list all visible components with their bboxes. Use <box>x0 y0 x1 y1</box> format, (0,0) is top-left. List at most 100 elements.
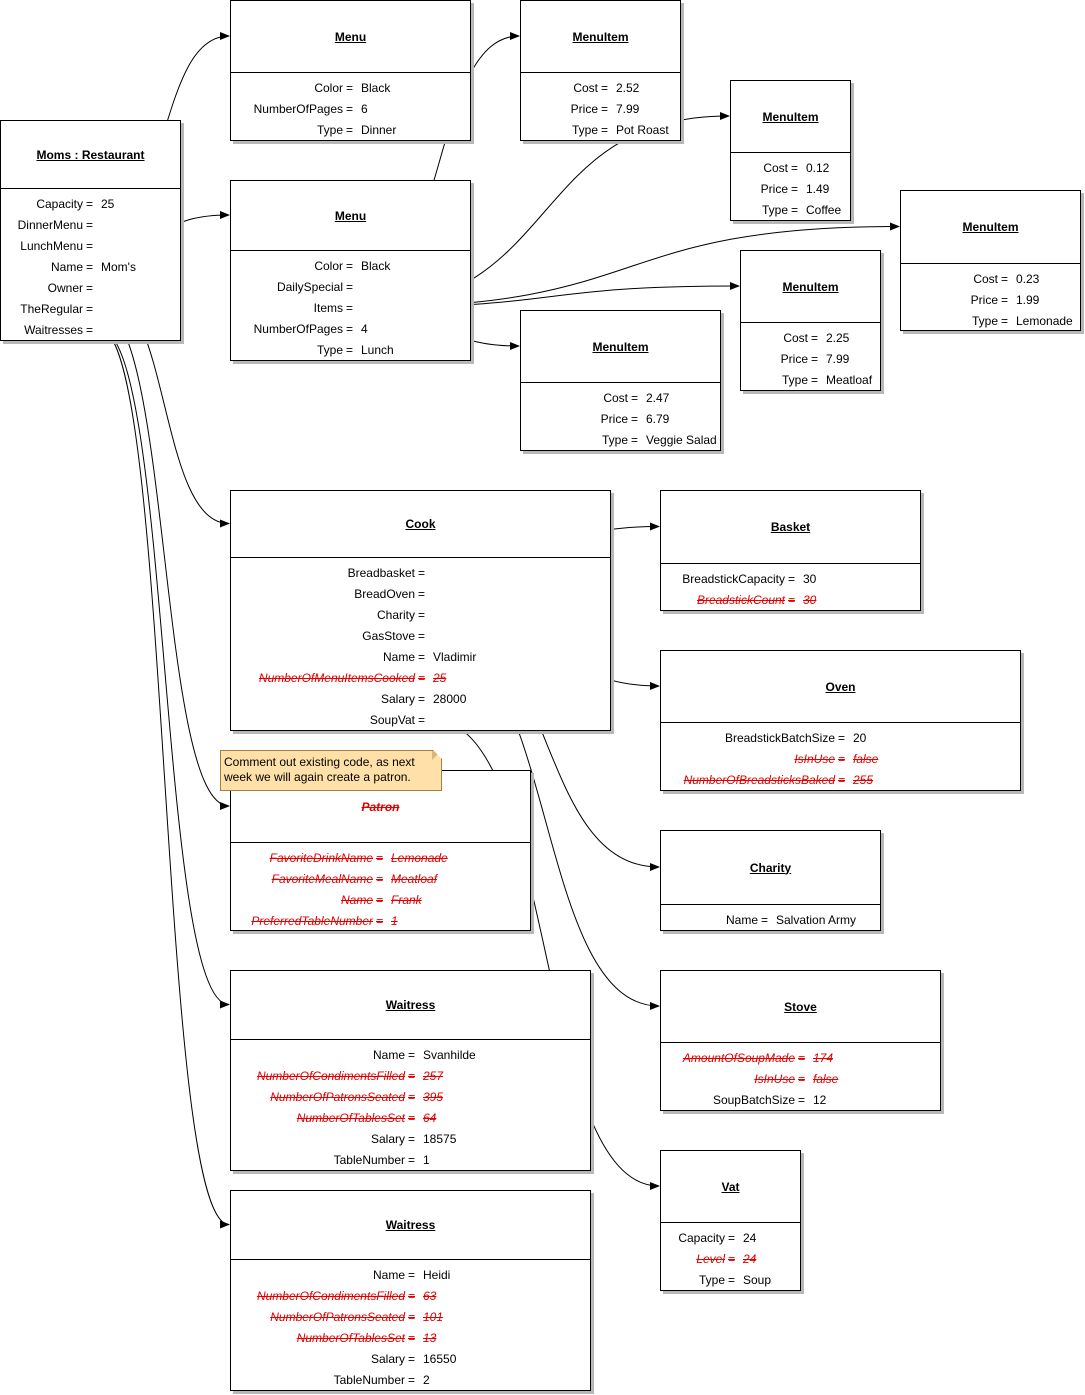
attribute-row: Type=Coffee <box>731 200 850 221</box>
equals-sign: = <box>86 281 94 295</box>
equals-sign: = <box>346 102 354 116</box>
attribute-row: Cost=2.47 <box>521 388 720 409</box>
attribute-row: NumberOfPages=6 <box>231 99 470 120</box>
equals-sign: = <box>86 239 94 253</box>
comment-note[interactable]: Comment out existing code, as next week … <box>220 750 442 791</box>
attribute-name: Price <box>780 352 808 366</box>
attribute-row: Price=6.79 <box>521 409 720 430</box>
attribute-value: 30 <box>803 572 817 586</box>
object-title: Charity <box>661 831 880 905</box>
attribute-name: GasStove <box>362 629 415 643</box>
attribute-row: Price=1.99 <box>901 290 1080 311</box>
attribute-row: Name=Mom's <box>1 257 180 278</box>
attribute-row: LunchMenu= <box>1 236 180 257</box>
attribute-row: NumberOfTablesSet=64 <box>231 1108 590 1129</box>
object-title: Patron <box>231 771 530 843</box>
attribute-row: Name=Salvation Army <box>661 910 880 931</box>
attribute-name: TableNumber <box>333 1373 405 1387</box>
attribute-value: Meatloaf <box>391 872 438 886</box>
attribute-value: 1.99 <box>1016 293 1040 307</box>
equals-sign: = <box>418 566 426 580</box>
attribute-value: Meatloaf <box>826 373 873 387</box>
equals-sign: = <box>601 123 609 137</box>
attribute-name: Charity <box>376 608 415 622</box>
equals-sign: = <box>788 572 796 586</box>
attribute-row: Type=Meatloaf <box>741 370 880 391</box>
attribute-value: 28000 <box>433 692 467 706</box>
object-title: MenuItem <box>521 1 680 73</box>
attribute-name: Price <box>760 182 788 196</box>
equals-sign: = <box>418 713 426 727</box>
equals-sign: = <box>788 593 796 607</box>
equals-sign: = <box>346 280 354 294</box>
attribute-name: BreadstickBatchSize <box>724 731 835 745</box>
attribute-value: Vladimir <box>433 650 477 664</box>
equals-sign: = <box>418 587 426 601</box>
equals-sign: = <box>418 608 426 622</box>
attribute-name: NumberOfCondimentsFilled <box>256 1069 405 1083</box>
attribute-row: SoupVat= <box>231 710 610 731</box>
attribute-row: Type=Lunch <box>231 340 470 361</box>
attribute-value: 174 <box>813 1051 834 1065</box>
equals-sign: = <box>346 322 354 336</box>
equals-sign: = <box>408 1310 416 1324</box>
equals-sign: = <box>86 218 94 232</box>
attribute-name: SoupVat <box>369 713 415 727</box>
attribute-value: Lemonade <box>391 851 448 865</box>
attribute-row: BreadstickCapacity=30 <box>661 569 920 590</box>
attribute-value: Heidi <box>423 1268 451 1282</box>
attribute-row: FavoriteMealName=Meatloaf <box>231 869 530 890</box>
attribute-row: Waitresses= <box>1 320 180 341</box>
attribute-name: Name <box>50 260 83 274</box>
attribute-value: Pot Roast <box>616 123 669 137</box>
attribute-name: Cost <box>763 161 788 175</box>
attribute-name: Name <box>725 913 758 927</box>
attribute-row: Name=Vladimir <box>231 647 610 668</box>
equals-sign: = <box>631 412 639 426</box>
attribute-row: NumberOfCondimentsFilled=257 <box>231 1066 590 1087</box>
attribute-value: 395 <box>423 1090 444 1104</box>
attribute-value: Soup <box>743 1273 772 1287</box>
attribute-name: Type <box>971 314 998 328</box>
attribute-value: 0.12 <box>806 161 830 175</box>
equals-sign: = <box>376 872 384 886</box>
attribute-name: Breadbasket <box>347 566 415 580</box>
equals-sign: = <box>838 752 846 766</box>
attribute-value: 2 <box>423 1373 430 1387</box>
attribute-value: 2.47 <box>646 391 670 405</box>
attribute-value: 12 <box>813 1093 827 1107</box>
attribute-list: Breadbasket=BreadOven=Charity=GasStove=N… <box>231 558 610 731</box>
equals-sign: = <box>798 1051 806 1065</box>
equals-sign: = <box>631 433 639 447</box>
equals-sign: = <box>346 123 354 137</box>
attribute-row: TheRegular= <box>1 299 180 320</box>
attribute-name: NumberOfPages <box>253 322 343 336</box>
attribute-value: 7.99 <box>616 102 640 116</box>
attribute-row: NumberOfPages=4 <box>231 319 470 340</box>
equals-sign: = <box>631 391 639 405</box>
attribute-value: 24 <box>743 1231 757 1245</box>
attribute-name: Type <box>316 123 343 137</box>
attribute-name: Name <box>382 650 415 664</box>
